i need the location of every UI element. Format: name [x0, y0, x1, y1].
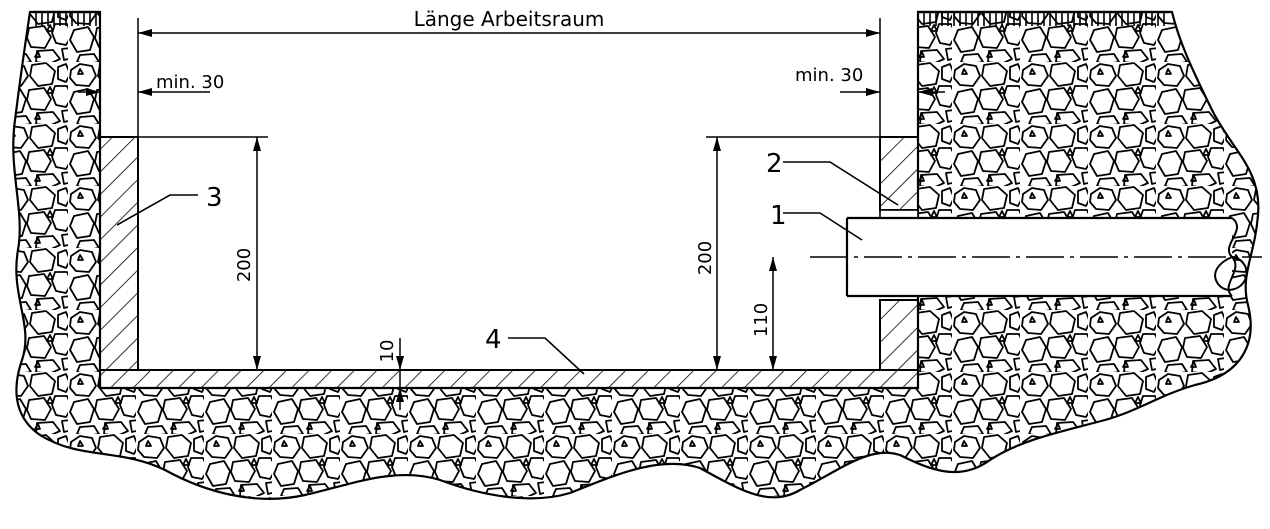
- dimension-arrowheads: [86, 29, 932, 402]
- label-laenge-arbeitsraum: Länge Arbeitsraum: [414, 7, 605, 31]
- callout-1: 1: [770, 201, 787, 231]
- pipe: [810, 216, 1262, 298]
- trench-interior: [102, 14, 916, 386]
- right-shoring-plank-lower: [879, 299, 919, 371]
- gap-filler-2: [879, 209, 919, 219]
- label-min-30-right: min. 30: [795, 65, 863, 86]
- label-min-30-left: min. 30: [156, 72, 224, 93]
- left-shoring-plank: [99, 136, 139, 371]
- label-pipe-height-110: 110: [751, 303, 772, 337]
- callout-2: 2: [766, 149, 783, 179]
- floor-slab: [99, 369, 919, 389]
- label-height-right-200: 200: [695, 241, 716, 275]
- callout-leaders: [116, 161, 899, 375]
- callout-4: 4: [485, 325, 502, 355]
- soil-gravel-area: [12, 10, 1260, 500]
- right-shoring-plank-upper: [879, 136, 919, 211]
- ground-surface-marks: [33, 10, 1170, 26]
- label-height-left-200: 200: [234, 248, 255, 282]
- callout-3: 3: [206, 183, 223, 213]
- label-floor-thickness-10: 10: [377, 340, 398, 363]
